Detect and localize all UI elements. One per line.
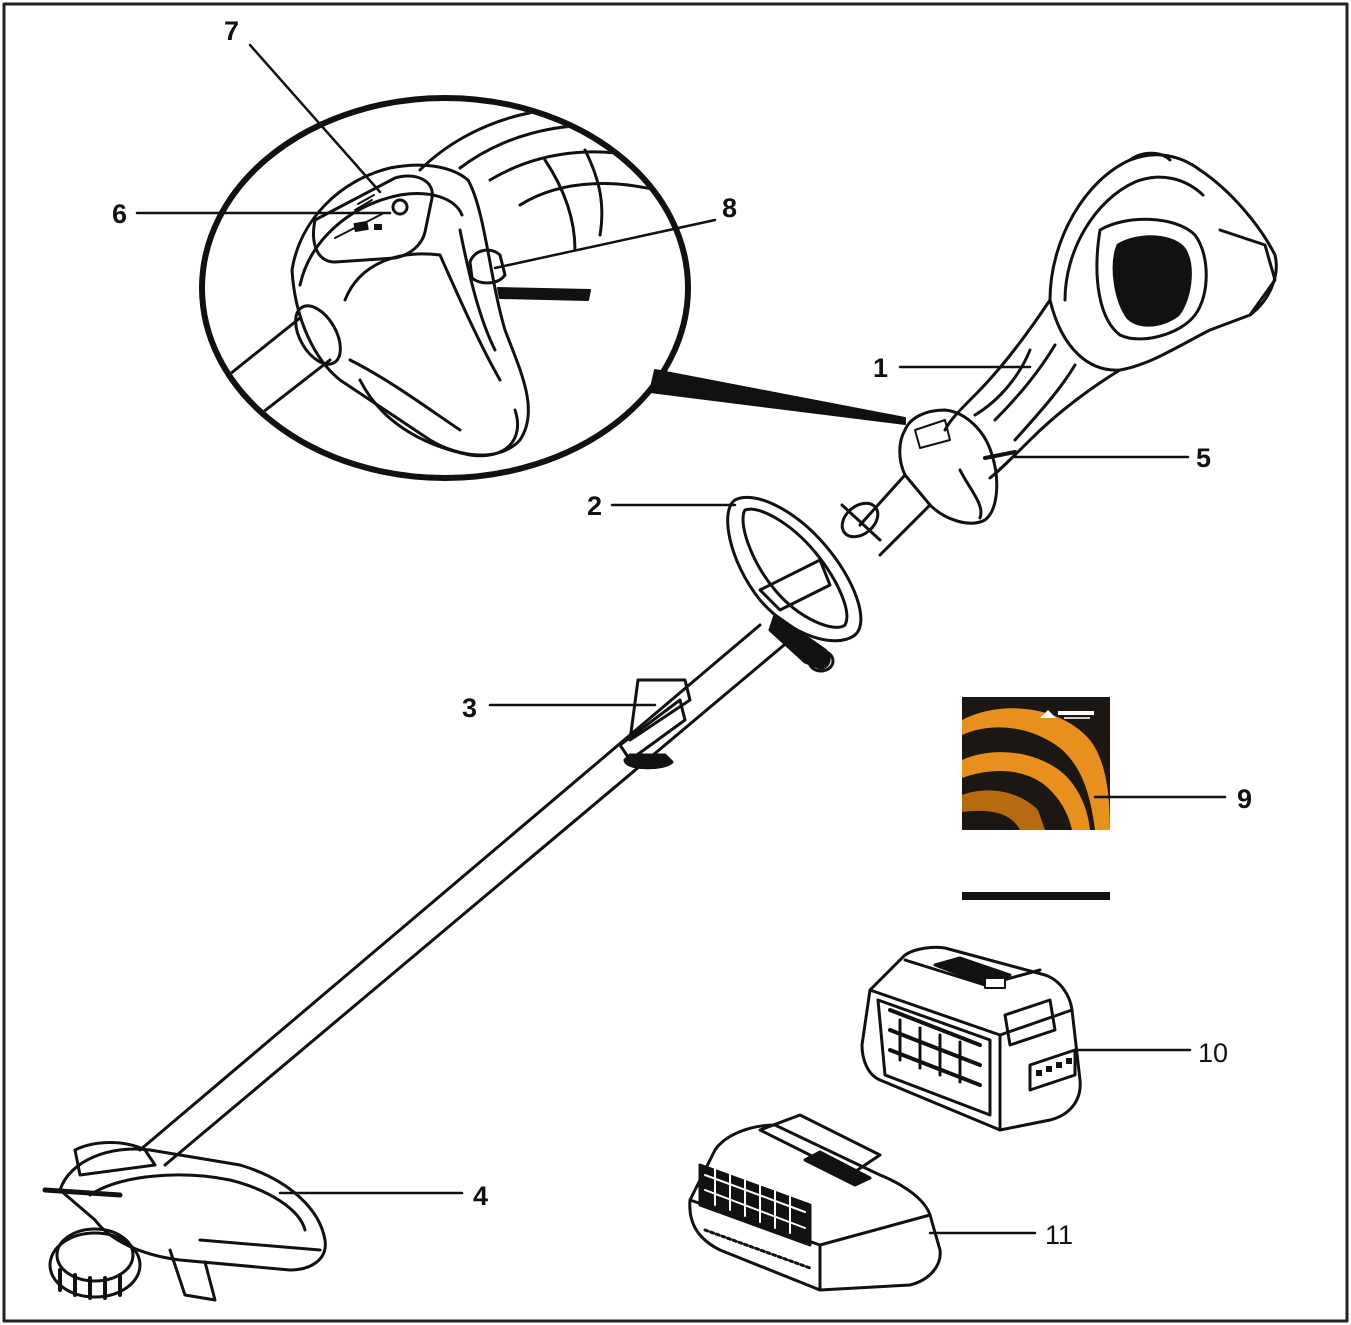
- callout-8: 8: [722, 193, 737, 223]
- separator-bar: [962, 892, 1110, 900]
- rear-handle-grip: [943, 298, 1122, 480]
- callout-numbers: 1 2 3 4 5 6 7 8 9 10 11: [112, 16, 1252, 1250]
- upper-shaft: [858, 473, 932, 557]
- main-shaft: [138, 623, 792, 1167]
- callout-2: 2: [587, 491, 602, 521]
- callout-11: 11: [1045, 1220, 1073, 1250]
- leader-lines: [135, 43, 1227, 1235]
- callout-6: 6: [112, 199, 127, 229]
- callout-4: 4: [473, 1181, 488, 1211]
- cutting-head: [42, 1141, 327, 1302]
- magnifier-circle: [199, 95, 691, 481]
- callout-10: 10: [1198, 1038, 1228, 1068]
- control-head: [898, 408, 1017, 525]
- callout-9: 9: [1237, 784, 1252, 814]
- charger: [688, 1113, 942, 1292]
- callout-7: 7: [224, 16, 239, 46]
- callout-1: 1: [873, 353, 888, 383]
- magnifier-pointer: [649, 369, 906, 425]
- magnified-detail-inset: [199, 95, 906, 481]
- loop-handle: [726, 495, 863, 673]
- operator-manual: [962, 697, 1110, 830]
- callout-3: 3: [462, 693, 477, 723]
- leader-line-8: [493, 218, 717, 270]
- shaft-clamp: [840, 501, 882, 542]
- callout-5: 5: [1196, 443, 1211, 473]
- leader-line-7: [248, 43, 382, 194]
- motor-housing: [1048, 151, 1278, 372]
- battery-pack: [860, 945, 1082, 1132]
- brushcutter: [42, 151, 1278, 1302]
